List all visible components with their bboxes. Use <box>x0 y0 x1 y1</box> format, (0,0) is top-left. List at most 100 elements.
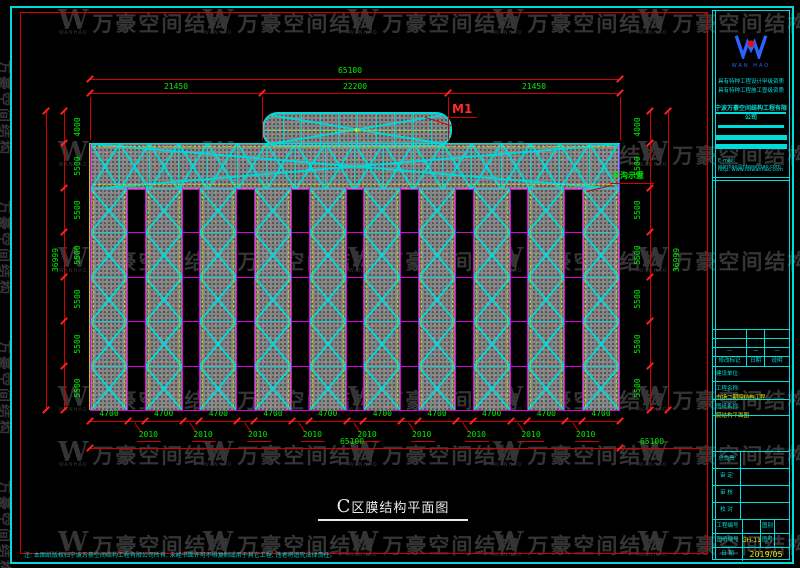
tb-divider-a <box>713 177 789 178</box>
rev-col-date: 日期 <box>747 357 765 366</box>
canopy-divider <box>338 114 340 145</box>
dim-side-segment: 5500 <box>73 333 82 354</box>
rev-row-blank1 <box>713 329 789 338</box>
canopy-divider <box>375 114 377 145</box>
truss-strip <box>254 188 292 410</box>
truss-strip-segment <box>364 232 401 277</box>
dim-line-bottom-bays <box>90 421 620 422</box>
title-block-inner-line <box>715 11 716 559</box>
dim-top-segment: 21450 <box>163 82 189 91</box>
logo-caption: WAN HAO <box>731 63 771 69</box>
truss-bay <box>91 144 121 189</box>
rev-row-dash: — — — <box>713 347 789 356</box>
dim-extension-line <box>448 97 449 140</box>
dim-side-segment: 5500 <box>73 155 82 176</box>
sign-row-2: 审 定 <box>713 468 789 485</box>
truss-strip-segment <box>91 188 127 233</box>
truss-strip-segment <box>145 321 182 366</box>
dim-line-side-overall <box>668 111 669 410</box>
truss-strip <box>418 188 456 410</box>
sheet-title: C区膜结构平面图 <box>336 496 450 517</box>
dim-side-segment: 5500 <box>73 244 82 265</box>
truss-strip-segment <box>309 276 346 322</box>
truss-strip-segment <box>91 321 127 366</box>
dim-gap-underline <box>465 441 490 442</box>
dim-gap-width: 2010 <box>357 430 377 439</box>
truss-bay <box>530 144 561 189</box>
tb-divider-b <box>713 180 789 181</box>
canopy-m1 <box>262 112 452 147</box>
purlin-line <box>90 366 620 367</box>
rev-header-row: 修改标记 日期 说明 <box>713 356 789 366</box>
dim-top-overall: 65100 <box>337 66 363 75</box>
sign-row-1: 总负责 <box>713 451 789 468</box>
truss-bay <box>266 144 297 189</box>
truss-strip-segment <box>255 232 291 277</box>
date-value: 2019/05 <box>749 549 783 559</box>
canopy-divider <box>319 114 321 145</box>
dim-side-segment: 5500 <box>73 289 82 309</box>
dim-bay-width: 4700 <box>154 409 174 418</box>
dim-side-segment: 5500 <box>633 333 642 354</box>
dim-bay-width: 4700 <box>372 409 392 418</box>
truss-bay <box>296 144 326 189</box>
truss-bay <box>501 144 531 189</box>
truss-bay <box>472 144 502 189</box>
dim-bottom-overall: 65100 <box>339 437 365 446</box>
sheet-title-underline <box>318 519 468 521</box>
dim-side-overall: 36999 <box>51 247 60 273</box>
truss-bay <box>442 144 473 189</box>
truss-strip-segment <box>145 232 182 277</box>
purlin-line <box>90 277 620 278</box>
truss-strip-segment <box>364 365 401 410</box>
canopy-divider <box>357 114 358 145</box>
qualification-line2: 具有特种工程施工壹级资质 <box>717 88 784 94</box>
truss-strip <box>90 188 128 410</box>
company-logo: WAN HAO <box>713 33 789 69</box>
dim-extension-line <box>262 97 263 140</box>
dim-bay-width: 4700 <box>427 409 447 418</box>
truss-bay <box>560 144 590 189</box>
truss-strip <box>363 188 402 410</box>
sheet-name-value: 膜结构平面图 <box>716 413 750 419</box>
dim-gap-underline <box>520 441 544 442</box>
truss-bay <box>589 144 619 189</box>
rev-row-blank2 <box>713 338 789 347</box>
dim-side-segment: 5500 <box>73 200 82 220</box>
dim-bay-width: 4700 <box>318 409 338 418</box>
truss-strip-segment <box>583 188 619 233</box>
canopy-divider <box>282 114 284 145</box>
dim-gap-underline <box>301 441 326 442</box>
dim-side-segment: 5500 <box>633 200 642 220</box>
sheet-row: 图纸名称: 膜结构平面图 <box>713 399 789 419</box>
truss-strip-segment <box>419 276 455 322</box>
truss-strip-segment <box>528 232 565 277</box>
project-no-label: 工程编号 <box>713 520 743 533</box>
dim-side-segment: 5500 <box>633 244 642 265</box>
truss-strip-segment <box>528 188 565 233</box>
roof-left-yellow-line <box>89 143 90 410</box>
dim-gap-underline <box>137 441 162 442</box>
truss-strip-segment <box>145 365 182 410</box>
truss-strip-segment <box>419 232 455 277</box>
dim-side-segment: 4000 <box>73 117 82 137</box>
truss-bay <box>178 144 209 189</box>
sheet-label: 图纸名称: <box>716 404 740 410</box>
roof-top-chord-band <box>90 143 620 190</box>
tb-divider-c <box>713 415 789 416</box>
truss-bay <box>120 144 150 189</box>
truss-strip <box>144 188 183 410</box>
canopy-divider <box>394 114 396 145</box>
truss-strip-segment <box>91 365 127 410</box>
dim-bay-width: 4700 <box>482 409 502 418</box>
truss-bay <box>208 144 238 189</box>
fig-no-label: 图号 <box>761 534 775 547</box>
truss-strip-segment <box>473 321 510 366</box>
